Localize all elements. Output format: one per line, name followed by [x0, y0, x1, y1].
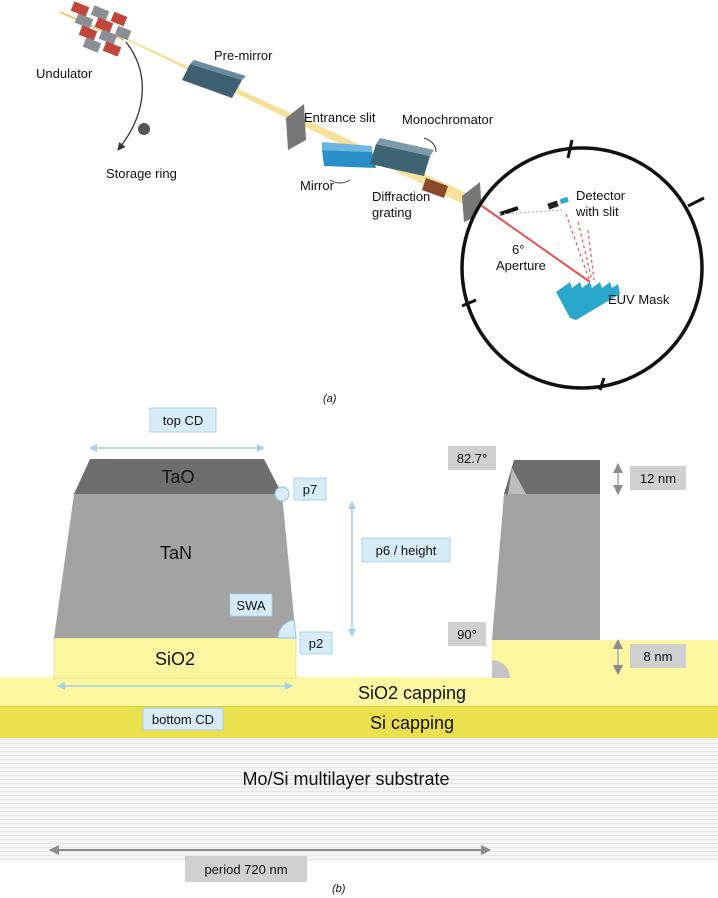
sio2-capping-layer [0, 677, 718, 706]
p6-height-label: p6 / height [376, 543, 437, 558]
angle-top-label: 82.7° [457, 451, 488, 466]
panel-b-profile: top CD p7 p6 / height SWA p2 bottom CD 8… [0, 407, 718, 895]
p7-corner [274, 486, 290, 502]
undulator-label: Undulator [36, 66, 93, 81]
pre-mirror-label: Pre-mirror [214, 48, 273, 63]
angle-label: 6° [512, 242, 524, 257]
storage-ring-label: Storage ring [106, 166, 177, 181]
mirror-label: Mirror [300, 178, 335, 193]
tao-layer-left [74, 459, 282, 494]
angle-bottom-label: 90° [457, 627, 477, 642]
euv-mask [556, 282, 620, 320]
period-label: period 720 nm [204, 862, 287, 877]
angle-marker-bottom [492, 660, 510, 678]
sio2-line-left [53, 637, 297, 679]
euv-mask-label: EUV Mask [608, 292, 670, 307]
detector-label-1: Detector [576, 188, 626, 203]
entrance-slit [286, 104, 306, 150]
mirror [322, 150, 376, 168]
bottom-cd-label: bottom CD [152, 712, 214, 727]
p7-label: p7 [303, 482, 317, 497]
thickness-bottom-label: 8 nm [644, 649, 673, 664]
swa-label: SWA [236, 598, 265, 613]
undulator-device [70, 1, 132, 57]
sio2-label: SiO2 [155, 649, 195, 669]
swa-angle-marker [277, 619, 297, 639]
tan-label: TaN [160, 543, 192, 563]
incident-beam [481, 205, 591, 283]
top-cd-label: top CD [163, 413, 203, 428]
pre-mirror [182, 64, 242, 98]
sio2-capping-label: SiO2 capping [358, 683, 466, 703]
multilayer-substrate [0, 738, 718, 860]
diffraction-grating [422, 178, 448, 198]
caption-b: (b) [332, 883, 346, 895]
thickness-top-label: 12 nm [640, 471, 676, 486]
panel-a-beamline: Undulator Storage ring Pre-mirror Entran… [36, 1, 705, 405]
monochromator [370, 144, 430, 176]
xray-beam [110, 32, 508, 222]
scattering-chamber [460, 146, 704, 390]
tan-layer-left [54, 494, 296, 638]
si-capping-label: Si capping [370, 713, 454, 733]
caption-a: (a) [323, 393, 337, 405]
monochromator-label: Monochromator [402, 112, 494, 127]
diffraction-grating-label-1: Diffraction [372, 189, 430, 204]
storage-ring-arc [117, 41, 143, 151]
tao-layer-right [504, 460, 600, 494]
diffraction-grating-label-2: grating [372, 205, 412, 220]
tao-label: TaO [161, 467, 194, 487]
aperture-label: Aperture [496, 258, 546, 273]
detector [547, 196, 569, 210]
entrance-slit-label: Entrance slit [304, 110, 376, 125]
substrate-label: Mo/Si multilayer substrate [242, 769, 449, 789]
angle-marker-top [508, 468, 526, 494]
si-capping-layer [0, 706, 718, 738]
detector-label-2: with slit [575, 204, 619, 219]
tan-layer-right [492, 494, 600, 640]
p2-label: p2 [309, 636, 323, 651]
